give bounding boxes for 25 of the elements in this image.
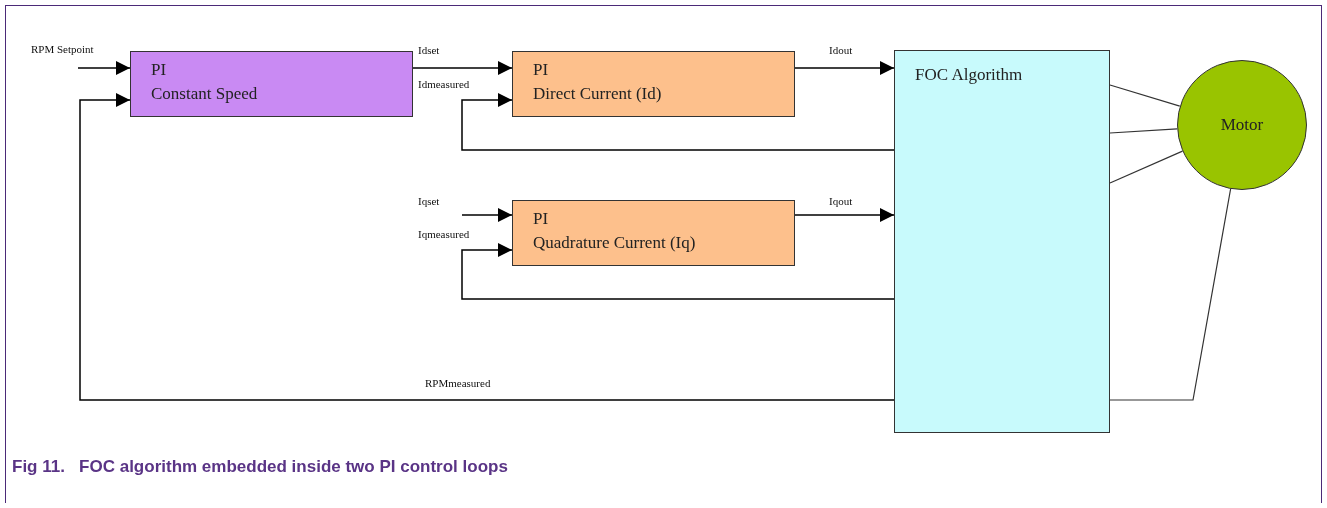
block-subtitle: Constant Speed	[151, 83, 258, 105]
block-subtitle: Quadrature Current (Iq)	[533, 232, 696, 254]
block-title: Motor	[1220, 114, 1264, 137]
arrow	[77, 61, 131, 75]
connector-line	[1109, 188, 1232, 401]
block-box	[894, 50, 1110, 433]
block-title: PI	[533, 208, 549, 230]
arrow	[461, 208, 513, 222]
connector-line	[1109, 84, 1181, 107]
arrow	[79, 93, 895, 401]
arrow	[461, 243, 895, 300]
block-box	[512, 200, 795, 266]
arrow	[461, 93, 895, 151]
block-title: PI	[151, 59, 167, 81]
block-subtitle: Direct Current (Id)	[533, 83, 662, 105]
arrow	[412, 61, 513, 75]
block-title: FOC Algorithm	[915, 64, 1023, 86]
block-title: PI	[533, 59, 549, 81]
figure-caption: Fig 11. FOC algorithm embedded inside two PI control loops	[12, 456, 508, 478]
arrow	[794, 61, 895, 75]
connector-line	[1109, 128, 1178, 134]
arrow	[794, 208, 895, 222]
connector-line	[1109, 150, 1184, 184]
block-box	[130, 51, 413, 117]
block-box	[512, 51, 795, 117]
